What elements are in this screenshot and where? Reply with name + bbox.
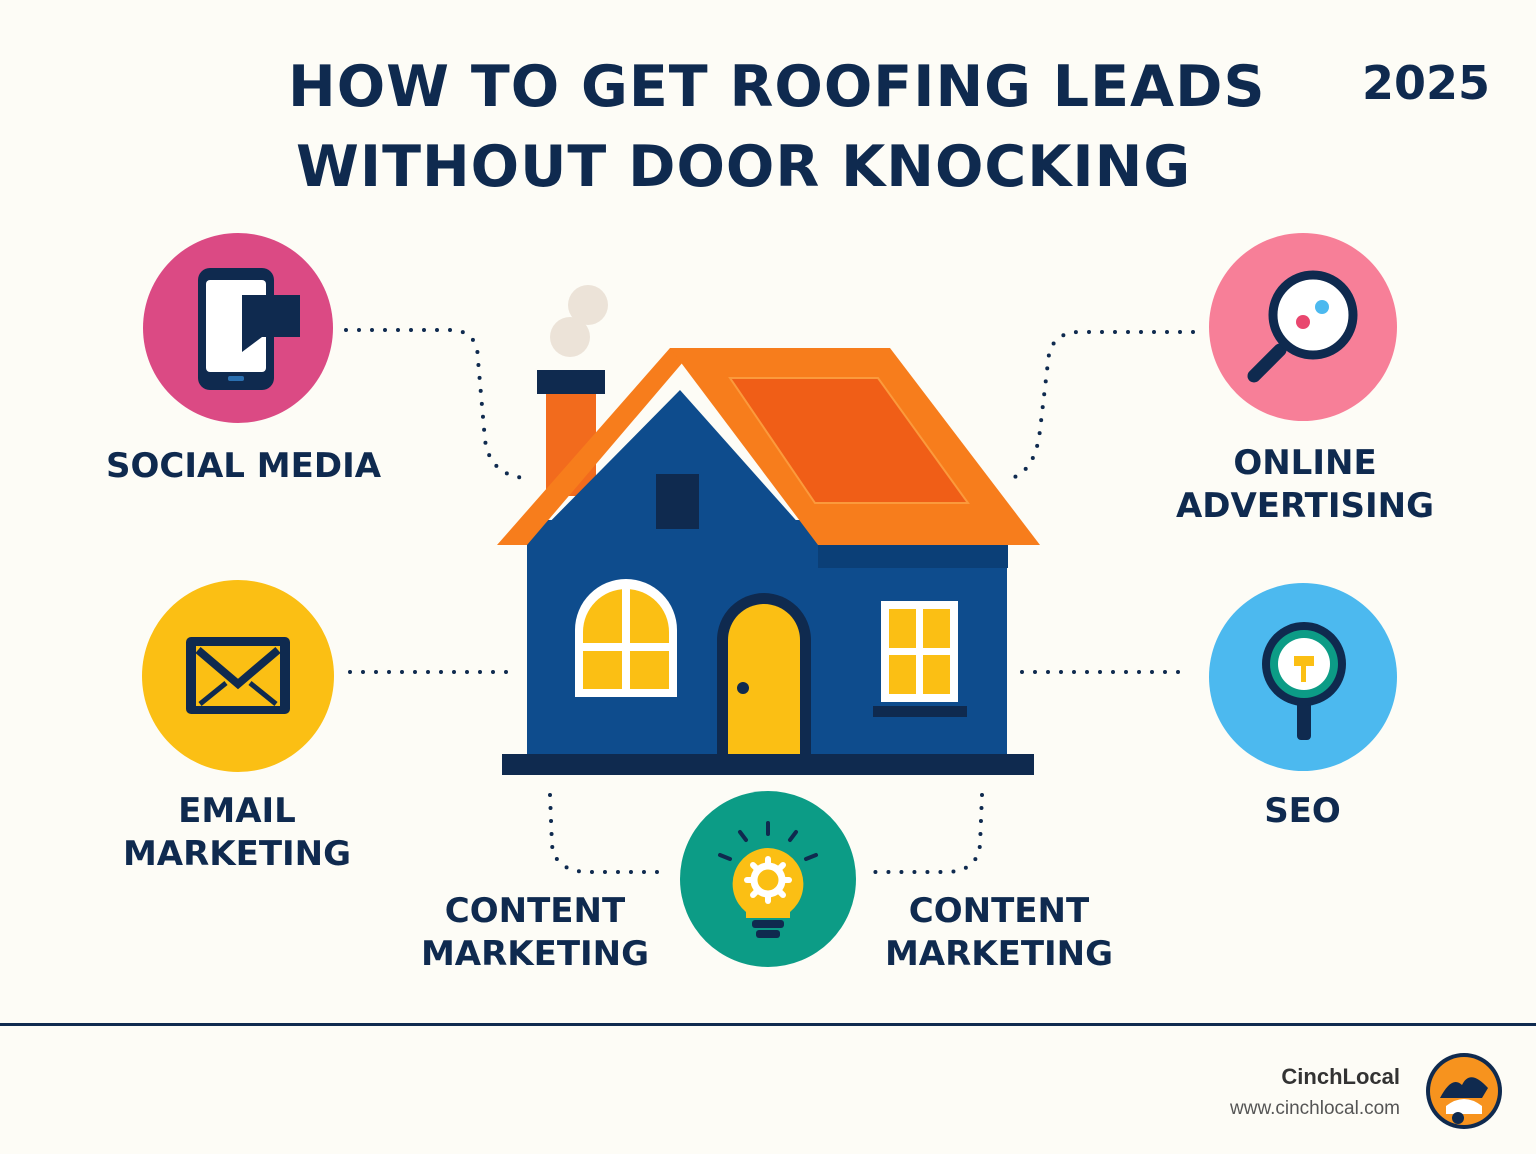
label-content-marketing-right-line-1: CONTENT bbox=[908, 891, 1090, 931]
connector-social-media bbox=[344, 328, 527, 480]
brand-name: CinchLocal bbox=[1281, 1064, 1400, 1089]
social-media-node bbox=[143, 233, 333, 423]
lightbulb-gear-icon bbox=[718, 821, 818, 938]
magnifier-icon bbox=[1247, 270, 1358, 383]
seo-node bbox=[1209, 583, 1397, 771]
house-icon bbox=[497, 285, 1040, 775]
label-email-marketing-line-1: EMAIL bbox=[178, 791, 296, 831]
connector-content-right bbox=[868, 793, 984, 874]
solar-panel bbox=[728, 377, 970, 504]
smoke-puff-bottom bbox=[550, 317, 590, 357]
roof-shadow bbox=[818, 545, 1008, 568]
label-content-marketing-right: CONTENT MARKETING bbox=[884, 890, 1114, 976]
envelope-icon bbox=[186, 637, 290, 714]
house-base bbox=[502, 754, 1034, 775]
seo-magnifier-icon bbox=[1262, 622, 1346, 740]
label-social-media-line-1: SOCIAL MEDIA bbox=[106, 446, 382, 486]
year-label: 2025 bbox=[1362, 56, 1491, 110]
gable bbox=[527, 390, 818, 545]
footer-divider bbox=[0, 1023, 1536, 1026]
door-knob bbox=[737, 682, 749, 694]
smoke-puff-top bbox=[568, 285, 608, 325]
cinchlocal-logo-icon bbox=[1426, 1053, 1502, 1129]
smartphone-chat-icon bbox=[198, 268, 300, 390]
attic-window bbox=[656, 474, 699, 529]
label-content-marketing-right-line-2: MARKETING bbox=[884, 934, 1114, 974]
connector-content-left bbox=[548, 793, 664, 874]
connectors bbox=[344, 328, 1195, 874]
label-content-marketing-left-line-2: MARKETING bbox=[420, 934, 650, 974]
label-seo-line-1: SEO bbox=[1264, 791, 1341, 831]
brand-url[interactable]: www.cinchlocal.com bbox=[1230, 1098, 1400, 1119]
label-content-marketing-left-line-1: CONTENT bbox=[444, 891, 626, 931]
chimney-cap bbox=[537, 370, 605, 394]
label-online-advertising-line-2: ADVERTISING bbox=[1175, 486, 1435, 526]
right-window-sill bbox=[873, 706, 967, 717]
door bbox=[728, 604, 800, 756]
label-online-advertising: ONLINE ADVERTISING bbox=[1170, 442, 1440, 528]
label-online-advertising-line-1: ONLINE bbox=[1233, 443, 1377, 483]
connector-online-advertising bbox=[1003, 330, 1195, 482]
right-window-bar-h bbox=[885, 648, 954, 655]
label-email-marketing: EMAIL MARKETING bbox=[112, 790, 362, 876]
label-seo: SEO bbox=[1235, 790, 1370, 833]
arched-window-bar-v bbox=[622, 585, 630, 691]
label-email-marketing-line-2: MARKETING bbox=[122, 834, 352, 874]
label-social-media: SOCIAL MEDIA bbox=[106, 445, 382, 488]
label-content-marketing-left: CONTENT MARKETING bbox=[420, 890, 650, 976]
roof-front bbox=[497, 348, 695, 545]
online-advertising-node bbox=[1209, 233, 1397, 421]
arched-window-bar-h bbox=[580, 643, 674, 651]
content-marketing-node bbox=[680, 791, 856, 967]
title-line-2: WITHOUT DOOR KNOCKING bbox=[296, 134, 1192, 200]
title-line-1: HOW TO GET ROOFING LEADS bbox=[288, 54, 1266, 120]
email-marketing-node bbox=[142, 580, 334, 772]
